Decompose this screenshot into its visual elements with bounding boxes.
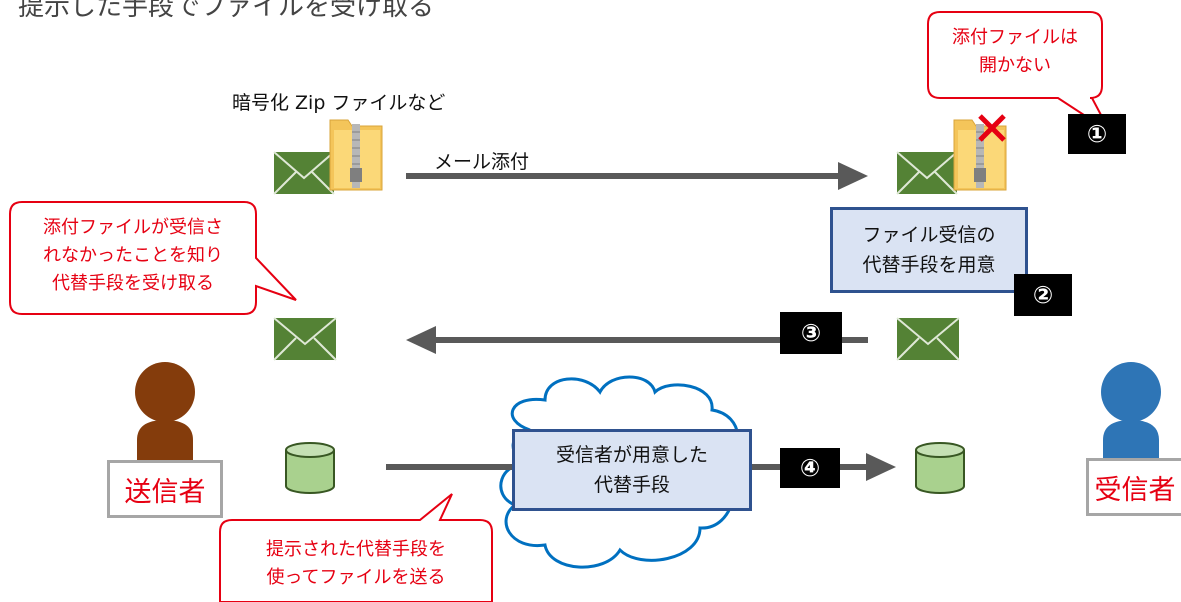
callout-sender-notice (9, 201, 297, 315)
mail-attach-label: メール添付 (434, 151, 530, 173)
callout-line: 添付ファイルが受信さ (43, 217, 223, 238)
step-1-badge: ① (1068, 114, 1126, 154)
receiver-person-icon (1101, 362, 1161, 462)
zip-folder-icon (329, 119, 383, 191)
envelope-icon (273, 151, 335, 195)
callout-sender-notice-text: 添付ファイルが受信さ れなかったことを知り 代替手段を受け取る (10, 214, 256, 298)
box-line: ファイル受信の (862, 224, 996, 246)
callout-line: れなかったことを知り (43, 245, 223, 266)
arrow-mail-attach (406, 162, 868, 190)
callout-line: 開かない (979, 55, 1051, 76)
step-3-badge: ③ (780, 312, 842, 354)
database-icon (285, 442, 335, 494)
cross-icon (978, 114, 1006, 142)
step-4-badge: ④ (780, 448, 840, 488)
envelope-icon (896, 317, 960, 361)
box-line: 代替手段 (593, 474, 670, 496)
callout-send-via (219, 493, 493, 602)
zip-file-label: 暗号化 Zip ファイルなど (232, 92, 446, 114)
envelope-icon (273, 317, 337, 361)
database-icon (915, 442, 965, 494)
envelope-icon (896, 151, 958, 195)
box-line: 受信者が用意した (555, 444, 708, 466)
callout-send-via-text: 提示された代替手段を 使ってファイルを送る (220, 536, 492, 592)
zip-folder-icon (953, 119, 1007, 191)
receiver-label: 受信者 (1086, 458, 1181, 516)
sender-person-icon (135, 362, 195, 462)
callout-line: 使ってファイルを送る (266, 567, 446, 588)
callout-line: 代替手段を受け取る (52, 273, 214, 294)
sender-label: 送信者 (107, 460, 223, 518)
callout-no-open-text: 添付ファイルは 開かない (928, 24, 1102, 80)
callout-line: 添付ファイルは (952, 27, 1078, 48)
box-line: 代替手段を用意 (862, 254, 996, 276)
step-2-badge: ② (1014, 274, 1072, 316)
page-title: 提示した手段でファイルを受け取る (18, 0, 435, 22)
box-prepare-alternative: ファイル受信の 代替手段を用意 (830, 207, 1028, 293)
box-receiver-alternative: 受信者が用意した 代替手段 (512, 429, 752, 511)
callout-line: 提示された代替手段を (266, 539, 446, 560)
